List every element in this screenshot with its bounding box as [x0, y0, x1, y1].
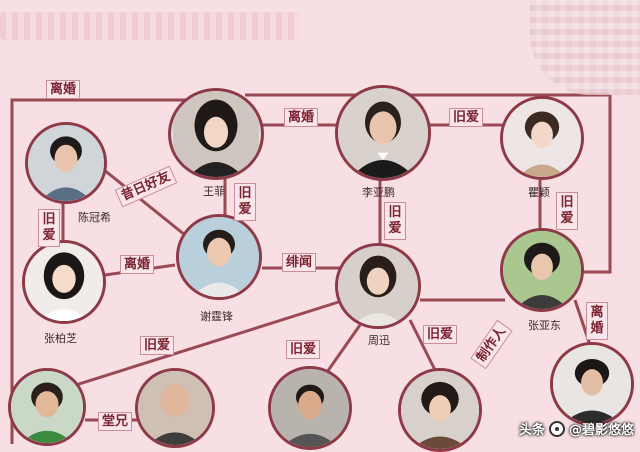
portrait-icon — [271, 369, 349, 447]
relation-label: 旧爱 — [234, 183, 256, 221]
relation-label: 离婚 — [120, 255, 155, 274]
blurred-title-strip — [0, 12, 300, 40]
avatar-bottom-2 — [135, 368, 215, 448]
watermark-account: @碧影悠悠 — [568, 423, 634, 438]
avatar-xietingfeng — [176, 214, 262, 300]
portrait-icon — [338, 246, 418, 326]
relation-label: 旧爱 — [423, 325, 458, 344]
relation-label: 离婚 — [46, 80, 81, 99]
portrait-icon — [553, 345, 631, 423]
relation-label: 堂兄 — [98, 412, 133, 431]
watermark-prefix: 头条 — [518, 423, 545, 438]
relation-label: 旧爱 — [556, 192, 578, 230]
relation-label: 旧爱 — [38, 209, 60, 247]
avatar-bottom-5 — [550, 342, 634, 426]
relation-label: 绯闻 — [282, 253, 317, 272]
watermark-icon — [548, 420, 565, 437]
avatar-wangfei — [168, 88, 264, 180]
name-chenguanxi: 陈冠希 — [78, 211, 111, 224]
avatar-zhangbozhi — [22, 240, 106, 324]
avatar-liyapeng — [335, 85, 431, 181]
portrait-icon — [401, 371, 479, 449]
relation-label: 旧爱 — [449, 108, 484, 127]
relation-label: 旧爱 — [384, 202, 406, 240]
avatar-zhouxun — [335, 243, 421, 329]
avatar-bottom-1 — [8, 368, 86, 446]
watermark: 头条 @碧影悠悠 — [519, 419, 634, 438]
name-xietingfeng: 谢霆锋 — [200, 310, 233, 323]
portrait-icon — [338, 88, 428, 178]
portrait-icon — [138, 371, 212, 445]
relation-label: 旧爱 — [286, 340, 321, 359]
name-zhouxun: 周迅 — [368, 334, 390, 347]
portrait-icon — [503, 231, 581, 309]
relation-label: 旧爱 — [140, 336, 175, 355]
portrait-icon — [25, 243, 103, 321]
avatar-bottom-3 — [268, 366, 352, 450]
avatar-chenguanxi — [25, 122, 107, 204]
name-zhangbozhi: 张柏芝 — [44, 332, 77, 345]
portrait-icon — [28, 125, 104, 201]
relation-label: 离婚 — [586, 302, 608, 340]
avatar-bottom-4 — [398, 368, 482, 452]
name-liyapeng: 李亚鹏 — [362, 186, 395, 199]
relation-label: 离婚 — [284, 108, 319, 127]
name-zhangyadong: 张亚东 — [528, 319, 561, 332]
avatar-quying — [500, 96, 584, 180]
portrait-icon — [503, 99, 581, 177]
portrait-icon — [173, 91, 259, 177]
portrait-icon — [179, 217, 259, 297]
avatar-zhangyadong — [500, 228, 584, 312]
portrait-icon — [11, 371, 83, 443]
name-quying: 瞿颖 — [528, 186, 550, 199]
name-wangfei: 王菲 — [203, 185, 225, 198]
